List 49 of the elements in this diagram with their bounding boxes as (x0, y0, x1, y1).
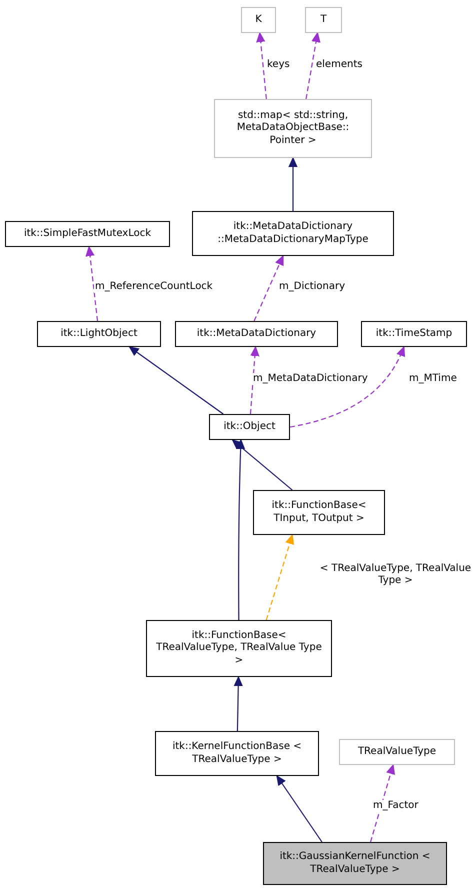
class-name: itk::GaussianKernelFunction < TRealValueType > (278, 851, 432, 876)
edge-label: keys (266, 59, 291, 71)
edge-label: m_ReferenceCountLock (94, 281, 214, 293)
class-name: itk::FunctionBase< TRealValueType, TRealValue Type > (155, 630, 323, 668)
class-box (253, 490, 385, 535)
class-box (37, 321, 161, 347)
class-name: itk::KernelFunctionBase < TRealValueType > (171, 741, 303, 766)
edge-label: m_Factor (372, 800, 420, 812)
dashed-arrow (370, 764, 395, 842)
arrow (276, 776, 322, 842)
arrow (232, 440, 293, 490)
dashed-arrow (254, 256, 284, 322)
class-box (214, 99, 372, 158)
class-box (361, 321, 467, 347)
class-box (175, 321, 338, 347)
class-name: itk::SimpleFastMutexLock (24, 228, 152, 240)
arrow (236, 440, 246, 620)
class-box (192, 211, 394, 256)
dashed-arrow (86, 246, 98, 322)
class-name: T (320, 14, 327, 26)
class-name: itk::LightObject (60, 328, 138, 340)
edge-label: m_MTime (408, 373, 458, 385)
class-box (263, 842, 447, 885)
class-box (305, 7, 342, 33)
class-name: TRealValueType (358, 746, 436, 758)
edge-label: < TRealValueType, TRealValue Type > (318, 563, 473, 587)
class-name: itk::Object (224, 420, 276, 434)
class-box (146, 620, 332, 677)
class-name: std::map< std::string, MetaDataObjectBase:: Pointer > (236, 110, 350, 148)
dashed-arrow (256, 32, 267, 100)
class-box (241, 7, 276, 33)
class-box (339, 739, 455, 765)
edge-label: m_MetaDataDictionary (252, 373, 369, 385)
edge-label: m_Dictionary (278, 281, 346, 293)
class-box (155, 731, 319, 776)
class-box (209, 414, 290, 440)
arrow (129, 346, 224, 414)
class-name: K (255, 14, 262, 26)
dashed-arrow (290, 346, 405, 428)
dashed-arrow (266, 534, 294, 620)
dashed-arrow (306, 32, 320, 100)
dashed-arrow (250, 346, 260, 414)
arrow (234, 676, 243, 731)
class-box (5, 221, 170, 247)
class-name: itk::MetaDataDictionary (196, 328, 316, 340)
class-name: itk::MetaDataDictionary ::MetaDataDictionaryMapType (216, 221, 370, 246)
class-name: itk::TimeStamp (376, 328, 452, 340)
class-name: itk::FunctionBase< TInput, TOutput > (270, 500, 368, 525)
arrow (288, 158, 298, 211)
